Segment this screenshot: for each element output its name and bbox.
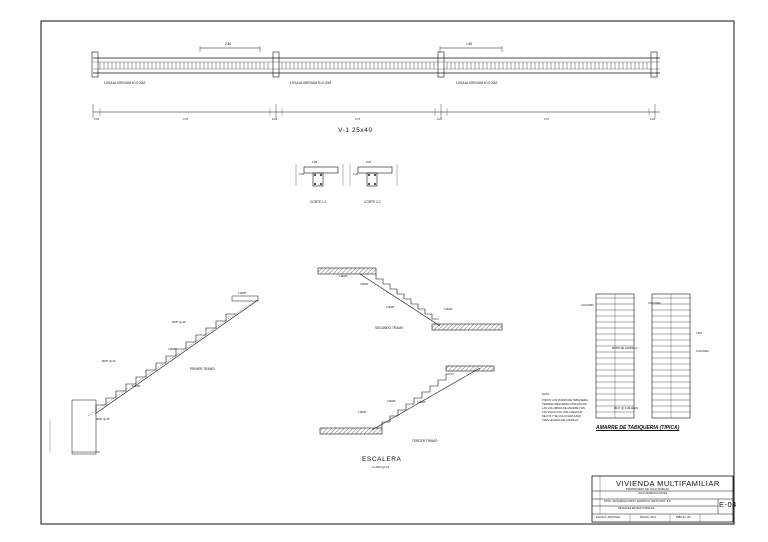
stair2-note-3: 4 Ø3/8" [386,306,395,309]
stair1-note-2: Ø3/8" @.25 [172,321,186,324]
wall-note-3: LAS COLUMNAS DE AMARRE Y EN [542,407,586,410]
section-dim-1: 0.25 [312,161,318,164]
span-label-2: LOSA ALIGERADA H=0.20M [290,81,332,85]
dim-tick-4: 3.70 [355,118,361,121]
sheet-border [40,20,735,525]
stair1-label: PRIMER TRAMO [190,367,215,371]
section-label-2: CORTE 2-2 [364,200,381,204]
tb-content: DETALLES ESTRUCTURALES [618,507,655,510]
stair1-note-5: 4 Ø3/8" [132,385,141,388]
stair3-note-1: 4 Ø3/8" [358,411,367,414]
stair2-label: SEGUNDO TRAMO [375,326,404,330]
stair-caption: ESCALERA [362,456,402,463]
wall-note-heading: NOTA: [542,393,550,396]
dim-tick-5: 0.25 [437,118,443,121]
wall-tie-detail [595,293,691,419]
wall-note-1: TODOS LOS MUROS DE TABIQUERIA [542,399,588,402]
stair2-note-4: 4 Ø3/8" [444,308,453,311]
dim-tick-7: 0.25 [650,118,656,121]
tb-owner-2: JULIO MAMANI LOAYZA [638,492,668,495]
beam-title: V-1 25x40 [338,127,373,134]
wall-note-2: TENDRAN REFUERZO ANCLADO EN [542,403,587,406]
stair1-note-6: Ø3/8" @.25 [96,418,110,421]
stair1-note-4: Ø3/8" @.20 [102,360,116,363]
tb-footer-2: FECHA: 2014 [640,516,657,519]
wall-detail-title: AMARRE DE TABIQUERIA (TIPICA) [596,425,680,431]
stair2-note-2: 4 Ø3/8" [360,283,369,286]
wall-note-4: LAS VIGAS CON UNA LONGITUD [542,411,583,414]
stair3-label: TERCER TRAMO [412,439,438,443]
dim-tick-2: 3.70 [183,118,189,121]
stair3-note-2: 4 Ø3/8" [387,400,396,403]
beam-dim-top-2: 1.80 [466,42,473,46]
section-dim-4: 0.40 [353,173,359,176]
stair-third-flight [319,365,495,435]
title-block [591,475,734,523]
tb-footer-3: DIBUJO: JM [676,516,691,519]
wall-callout-5: VIGA [696,332,703,335]
wall-callout-6: COLUMNA [696,350,709,353]
section-label-1: CORTE 1-1 [310,200,327,204]
wall-callout-1: COLUMNA [581,304,594,307]
stair-scale: ec.200 Kg/cm2 [372,466,390,469]
dim-tick-1: 0.25 [94,118,100,121]
wall-callout-3: Ø1/4" @ 3 HILADAS [614,407,638,410]
stair-second-flight [317,267,503,331]
tb-project: VIVIENDA MULTIFAMILIAR [616,479,720,488]
beam-dim-top-1: 2.60 [225,42,232,46]
dim-tick-6: 3.70 [544,118,550,121]
section-dim-3: 0.25 [366,161,372,164]
wall-note-6: TRES HILADAS DE LADRILLO [542,419,579,422]
span-label-1: LOSA ALIGERADA H=0.20M [104,81,146,85]
section-dim-2: 0.40 [299,173,305,176]
tb-sheet-number: E-04 [719,500,737,509]
dim-tick-3: 0.25 [272,118,278,121]
stair1-note-1: 4 Ø3/8" [238,292,247,295]
wall-callout-4: COLUMNA [648,302,661,305]
span-label-3: LOSA ALIGERADA H=0.20M [456,81,498,85]
stair-first-flight [49,295,259,455]
beam-elevation [91,46,660,118]
stair1-note-3: 4 Ø3/8" [168,348,177,351]
wall-callout-2: MURO DE LADRILLO [612,347,638,350]
tb-footer-1: ESCALA: INDICADA [596,516,621,519]
beam-sections [295,164,398,187]
stair3-note-3: 4 Ø3/8" [417,401,426,404]
wall-note-5: DE 0.50 Y SE COLOCARA CADA [542,415,581,418]
tb-location: DPTO. MOQUEGUA PROV. MARISCAL NIETO DIST… [604,500,671,503]
stair2-note-1: 4 Ø3/8" [339,275,348,278]
tb-owner-1: PROPIETARIO: SR. JULIO MAMANI [626,488,669,491]
